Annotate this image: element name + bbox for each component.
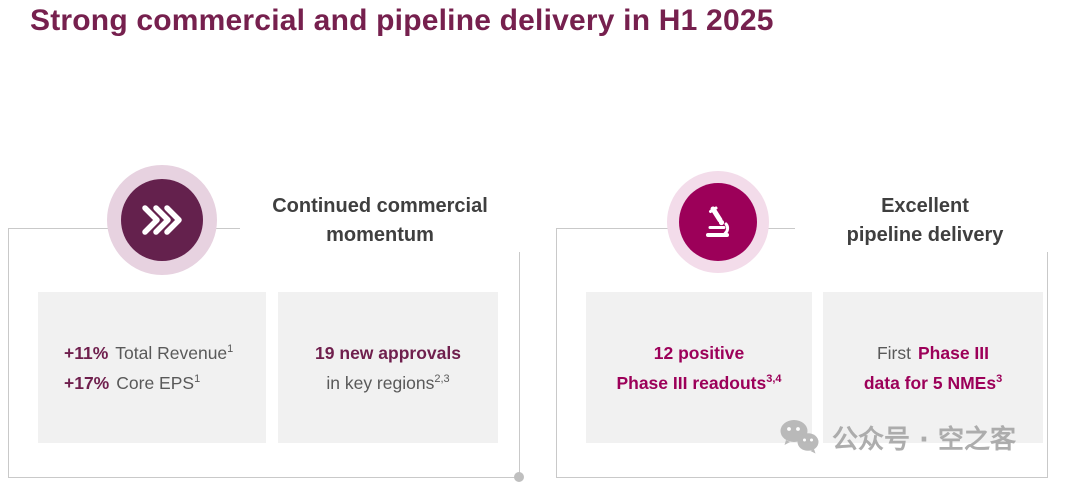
commercial-heading: Continued commercial momentum (240, 190, 520, 252)
microscope-icon-inner (679, 183, 757, 261)
footnote-marker: 2,3 (434, 372, 450, 385)
metric-line-revenue: +11% Total Revenue1 (64, 338, 266, 368)
nmes-prefix: First (876, 342, 911, 363)
readouts-highlight2: Phase III readouts (616, 372, 767, 393)
metric-value: +11% (64, 342, 109, 363)
nmes-highlight2: data for 5 NMEs (863, 372, 997, 393)
footnote-marker: 3 (996, 372, 1003, 385)
fast-forward-chevrons-glyph (142, 205, 182, 235)
pipeline-heading-line1: Excellent (881, 195, 969, 217)
footnote-marker: 3,4 (766, 372, 782, 385)
readouts-card: 12 positive Phase III readouts3,4 (586, 292, 812, 443)
readouts-line1: 12 positive (654, 338, 744, 368)
microscope-glyph (706, 206, 730, 237)
commercial-heading-line1: Continued commercial (272, 195, 488, 217)
footnote-marker: 1 (227, 342, 234, 355)
metric-label: Total Revenue (115, 342, 228, 363)
pipeline-heading-line2: pipeline delivery (846, 224, 1004, 246)
commercial-heading-line2: momentum (326, 224, 434, 246)
approvals-line1: 19 new approvals (315, 338, 461, 368)
readouts-highlight: 12 positive (653, 342, 745, 363)
microscope-icon (667, 171, 769, 273)
approvals-line2: in key regions2,3 (326, 368, 449, 398)
readouts-line2: Phase III readouts3,4 (616, 368, 781, 398)
pipeline-heading: Excellent pipeline delivery (795, 190, 1055, 252)
nmes-highlight: Phase III (918, 342, 990, 363)
revenue-card: +11%Total Revenue1 +17%Core EPS1 (38, 292, 266, 443)
fast-forward-chevrons-icon-inner (121, 179, 203, 261)
watermark: 公众号 · 空之客 (778, 418, 1016, 456)
nmes-line1: First Phase III (877, 338, 989, 368)
nmes-card: First Phase III data for 5 NMEs3 (823, 292, 1043, 443)
approvals-detail: in key regions (326, 372, 435, 393)
fast-forward-chevrons-icon (107, 165, 217, 275)
watermark-text: 公众号 · 空之客 (832, 424, 1016, 455)
wechat-icon (780, 420, 819, 454)
metric-value: +17% (64, 372, 110, 393)
footnote-marker: 1 (194, 372, 201, 385)
approvals-highlight: 19 new approvals (315, 342, 461, 363)
metric-line-eps: +17% Core EPS1 (64, 368, 266, 398)
slide-title: Strong commercial and pipeline delivery … (30, 4, 774, 37)
metric-label: Core EPS (116, 372, 195, 393)
frame-end-dot (514, 472, 524, 482)
approvals-card: 19 new approvals in key regions2,3 (278, 292, 498, 443)
nmes-line2: data for 5 NMEs3 (864, 368, 1002, 398)
